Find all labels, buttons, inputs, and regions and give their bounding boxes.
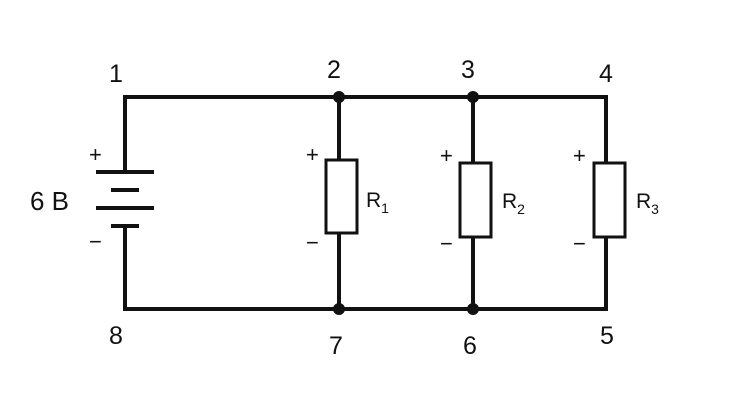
r1-minus-sign: − (306, 230, 319, 255)
junction-dot-2 (333, 91, 345, 103)
junctions (333, 91, 479, 315)
node-label-4: 4 (599, 60, 613, 88)
r3-plus-sign: + (573, 143, 586, 168)
r3-label-name: R (636, 190, 651, 213)
r2-minus-sign: − (440, 231, 453, 256)
r3-label: R3 (636, 190, 659, 217)
r1-label-sub: 1 (381, 200, 389, 216)
resistor-r3 (592, 161, 627, 239)
battery-plus-sign: + (89, 142, 102, 167)
node-label-5: 5 (600, 322, 614, 350)
r2-label: R2 (502, 190, 525, 217)
r3-minus-sign: − (573, 231, 586, 256)
junction-dot-3 (467, 91, 479, 103)
r2-plus-sign: + (440, 143, 453, 168)
node-label-2: 2 (327, 56, 341, 84)
node-label-1: 1 (109, 60, 123, 88)
r2-label-name: R (502, 190, 517, 213)
r3-label-sub: 3 (651, 201, 659, 217)
node-label-3: 3 (461, 56, 475, 84)
r2-label-sub: 2 (517, 201, 525, 217)
r1-label: R1 (366, 189, 389, 216)
battery-voltage-label: 6 В (30, 186, 69, 216)
node-label-8: 8 (109, 322, 123, 350)
r1-label-name: R (366, 189, 381, 212)
node-label-6: 6 (463, 332, 477, 360)
wires (123, 95, 608, 311)
battery-minus-sign: − (89, 229, 102, 254)
resistor-r2 (458, 161, 493, 239)
junction-dot-7 (333, 303, 345, 315)
battery-symbol (96, 170, 154, 228)
r1-plus-sign: + (306, 142, 319, 167)
junction-dot-6 (467, 303, 479, 315)
resistor-r1 (324, 158, 359, 235)
node-label-7: 7 (329, 332, 343, 360)
